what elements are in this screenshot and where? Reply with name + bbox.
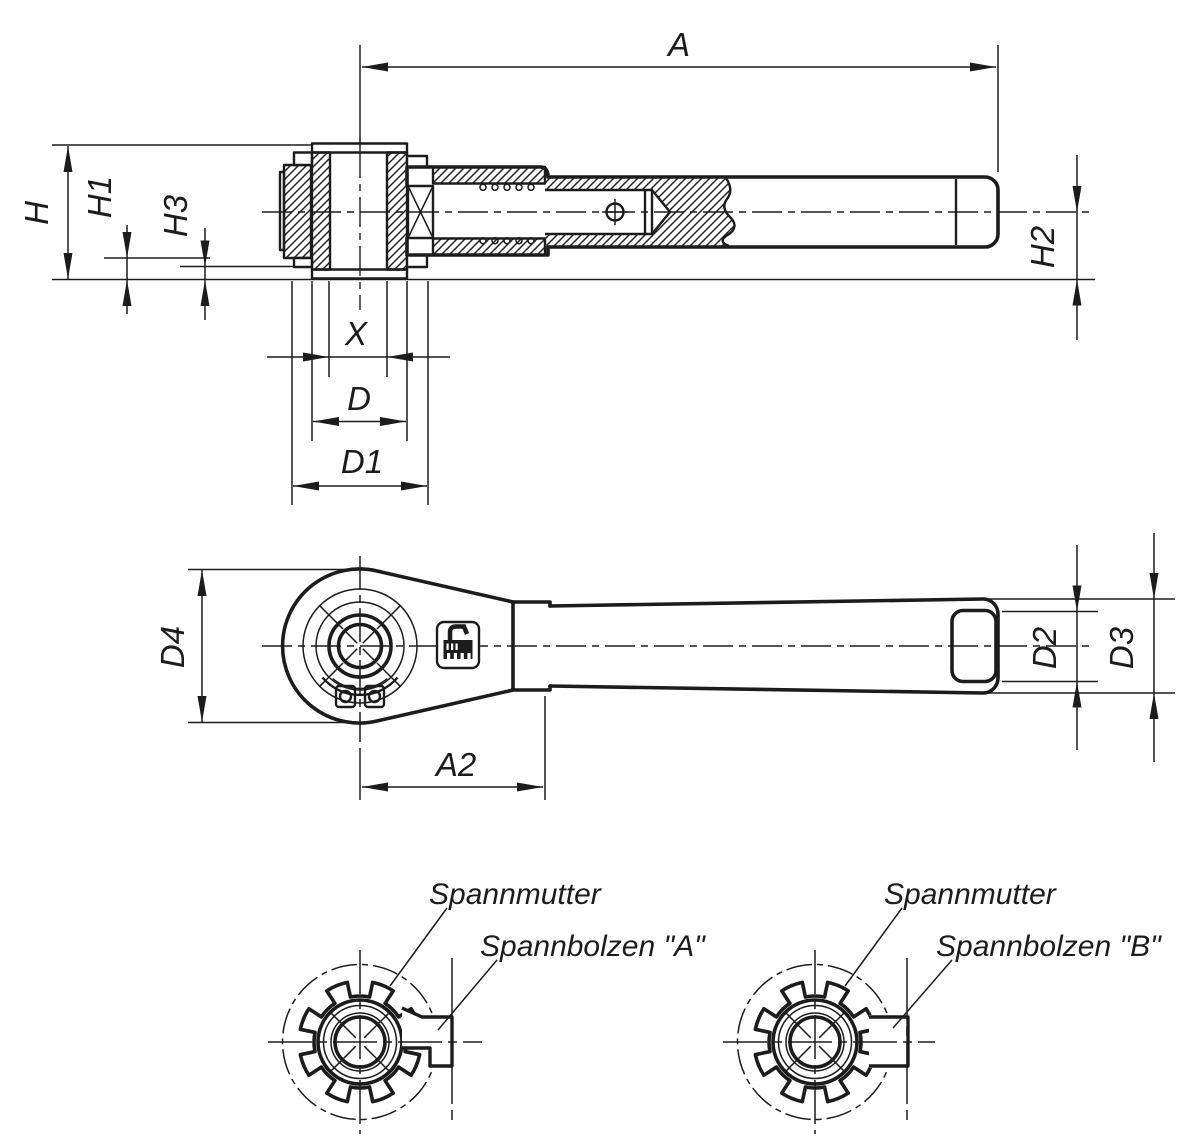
- head-circle-outer: [302, 588, 418, 704]
- leader-spannbolzen-b: [892, 959, 953, 1029]
- dim-h: H: [18, 146, 73, 279]
- bore-boss: [327, 613, 393, 679]
- bore-cross: [329, 1011, 391, 1073]
- dim-d2: D2: [1002, 545, 1098, 750]
- handle-end-cap: [950, 608, 998, 684]
- label-spannmutter-left: Spannmutter: [429, 878, 602, 911]
- dim-label-h2: H2: [1024, 226, 1061, 268]
- break-section-hatch: [652, 178, 735, 246]
- dim-h1: H1: [81, 176, 132, 314]
- dim-d3: D3: [956, 533, 1175, 762]
- leader-spannmutter: [389, 907, 448, 987]
- break-edge: [721, 177, 736, 248]
- nut-wall-right: [385, 151, 409, 271]
- detail-bolt-a: Spannmutter Spannbolzen "A": [268, 878, 706, 1134]
- dim-h3: H3: [157, 194, 210, 320]
- logo-teeth: [446, 643, 471, 660]
- spring-box-diagonal: [407, 185, 434, 239]
- label-spannbolzen-b: Spannbolzen "B": [936, 930, 1162, 963]
- handle-tube: [548, 597, 1000, 695]
- collar: [511, 600, 552, 692]
- head-outline: [280, 567, 515, 725]
- head-circle-mid: [315, 601, 405, 691]
- dim-a: A: [362, 26, 999, 172]
- label-spannmutter-right: Spannmutter: [884, 878, 1057, 911]
- label-spannbolzen-a: Spannbolzen "A": [480, 930, 706, 963]
- bushing-step-bottom: [292, 256, 314, 269]
- spring-box: [406, 184, 435, 240]
- handle-wall-bottom: [545, 234, 653, 246]
- dim-d4: D4: [154, 568, 355, 724]
- dim-label-a: A: [666, 26, 690, 63]
- bushing-step-top: [292, 151, 314, 167]
- leader-spannbolzen-a: [437, 959, 498, 1031]
- dim-label-d4: D4: [154, 626, 191, 668]
- dim-label-h1: H1: [81, 176, 118, 218]
- bore-cross: [784, 1011, 846, 1073]
- head-spokes: [319, 605, 401, 687]
- leader-spannmutter: [844, 907, 903, 987]
- nut-wall-left: [310, 151, 332, 271]
- bushing-section: [282, 163, 313, 260]
- detent-balls: [479, 183, 535, 245]
- dim-label-a2: A2: [434, 746, 476, 783]
- head-wall-top: [431, 165, 547, 185]
- dim-d: D: [311, 281, 408, 441]
- kipp-logo-badge: [435, 620, 481, 670]
- bore: [336, 622, 384, 670]
- dim-d1: D1: [291, 281, 429, 505]
- dim-a2: A2: [359, 696, 546, 800]
- dim-h2: H2: [1024, 155, 1082, 340]
- view-top: D4 A2 D2 D3: [154, 533, 1175, 800]
- handle-wall-top: [545, 178, 653, 190]
- view-side-section: A H H1 H3 H2: [18, 26, 1095, 505]
- detail-bolt-b: Spannmutter Spannbolzen "B": [723, 878, 1162, 1134]
- dim-x: X: [267, 281, 450, 377]
- dim-label-h: H: [18, 201, 55, 225]
- dim-label-d2: D2: [1026, 627, 1063, 669]
- dim-label-d3: D3: [1103, 626, 1140, 669]
- retaining-ring: [321, 676, 399, 709]
- bore-cross: [345, 631, 375, 661]
- dim-label-h3: H3: [157, 194, 194, 237]
- dim-label-d: D: [347, 380, 371, 417]
- dim-label-x: X: [344, 315, 369, 352]
- bolt-a-mask: [402, 1008, 452, 1066]
- dim-label-d1: D1: [341, 443, 383, 480]
